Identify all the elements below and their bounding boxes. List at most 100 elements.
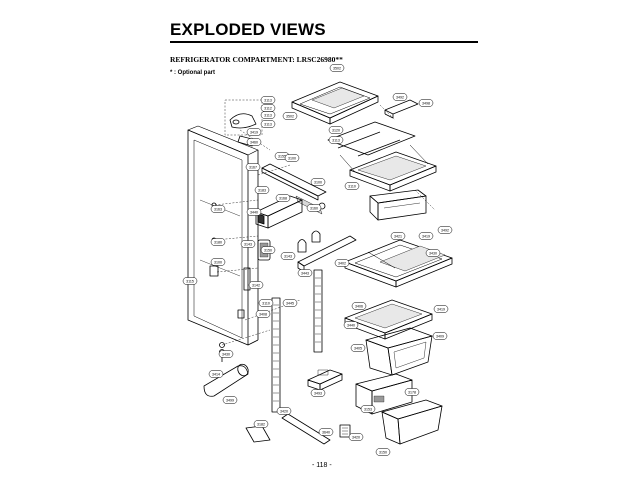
callout-number: 3180 [214, 240, 222, 244]
part-callout: 3113 [260, 96, 276, 104]
callout-number: 3120 [332, 128, 340, 132]
part-callout: 3112 [260, 104, 276, 112]
part-callout: 3115 [182, 277, 198, 285]
callout-number: 3150 [264, 248, 272, 252]
callout-oval [182, 277, 198, 285]
callout-number: 3492 [396, 95, 404, 99]
part-callout: 3430 [218, 350, 234, 358]
part-callout: 3183 [254, 186, 270, 194]
part-callout: 3153 [360, 405, 376, 413]
callout-oval [425, 249, 441, 257]
callout-number: 3409 [436, 334, 444, 338]
part-callout: 3440 [246, 208, 262, 216]
callout-oval [248, 281, 264, 289]
callout-oval [260, 120, 276, 128]
part-callout: 3499 [222, 396, 238, 404]
callout-oval [275, 194, 291, 202]
callout-number: 3160 [310, 206, 318, 210]
part-callout: 3419 [418, 232, 434, 240]
part-callout: 3113 [328, 136, 344, 144]
part-callout: 3492 [392, 93, 408, 101]
callout-oval [210, 258, 226, 266]
callout-number: 3113 [264, 113, 272, 117]
shelf-bracket-top [384, 99, 419, 119]
callout-number: 3100 [288, 156, 296, 160]
part-callout: 3100 [210, 258, 226, 266]
part-callout: 3120 [328, 126, 344, 134]
cabinet-liner [187, 125, 259, 346]
part-callout: 3406 [351, 302, 367, 310]
callout-number: 3405 [354, 346, 362, 350]
part-callout: 3100 [284, 154, 300, 162]
callout-number: 3113 [264, 122, 272, 126]
callout-number: 3100 [214, 260, 222, 264]
callout-oval [328, 126, 344, 134]
callout-oval [280, 252, 296, 260]
part-callout: 3502 [329, 64, 345, 72]
callout-number: 3440 [250, 210, 258, 214]
part-callout: 3142 [248, 281, 264, 289]
part-callout: 3640 [318, 428, 334, 436]
callout-oval [418, 99, 434, 107]
part-callout: 3443 [297, 269, 313, 277]
part-callout: 3178 [404, 388, 420, 396]
callout-number: 3168 [279, 196, 287, 200]
part-callout: 3402 [334, 259, 350, 267]
callout-oval [258, 299, 274, 307]
callout-number: 3502 [333, 66, 341, 70]
callout-oval [240, 240, 256, 248]
callout-oval [310, 389, 326, 397]
small-drawer [369, 189, 427, 221]
part-callout: 3498 [418, 99, 434, 107]
part-callout: 3150 [260, 246, 276, 254]
callout-oval [329, 64, 345, 72]
part-callout: 3420 [276, 407, 292, 415]
page-title: EXPLODED VIEWS [170, 20, 326, 39]
part-callout: 3430 [425, 249, 441, 257]
bottom-strip [281, 413, 331, 445]
callout-oval [260, 111, 276, 119]
callout-oval [351, 302, 367, 310]
callout-oval [334, 259, 350, 267]
callout-number: 3110 [262, 301, 270, 305]
part-callout: 3445 [282, 299, 298, 307]
callout-oval [404, 388, 420, 396]
callout-number: 3110 [348, 184, 356, 188]
callout-oval [218, 350, 234, 358]
callout-oval [360, 405, 376, 413]
part-callout: 3440 [343, 321, 359, 329]
top-shelf [291, 81, 379, 125]
callout-oval [210, 205, 226, 213]
callout-oval [418, 232, 434, 240]
callout-oval [246, 128, 262, 136]
page-number: - 118 - [312, 462, 332, 469]
callout-number: 3430 [222, 352, 230, 356]
callout-number: 3153 [364, 407, 372, 411]
part-callout: 3421 [390, 232, 406, 240]
crisper-drawer [365, 327, 433, 376]
part-callouts: 3502349234983502311331123113311334193460… [182, 64, 453, 456]
callout-oval [437, 226, 453, 234]
section-subtitle: REFRIGERATOR COMPARTMENT: LRSC26980** [170, 55, 343, 64]
part-callout: 3502 [282, 112, 298, 120]
callout-number: 3419 [422, 234, 430, 238]
callout-number: 3182 [257, 422, 265, 426]
callout-number: 3142 [252, 283, 260, 287]
part-callout: 3409 [432, 332, 448, 340]
crisper-lid [344, 299, 433, 340]
callout-number: 3113 [332, 138, 340, 142]
callout-oval [284, 154, 300, 162]
part-callout: 3492 [437, 226, 453, 234]
part-callout: 3405 [350, 344, 366, 352]
callout-number: 3167 [249, 165, 257, 169]
part-callout: 3167 [245, 163, 261, 171]
callout-oval [260, 246, 276, 254]
cylinder-cover [203, 363, 249, 397]
callout-number: 3460 [250, 140, 258, 144]
part-callout: 3160 [306, 204, 322, 212]
callout-number: 3406 [355, 304, 363, 308]
deli-tray [355, 373, 413, 415]
part-callout: 3414 [208, 370, 224, 378]
callout-oval [350, 344, 366, 352]
